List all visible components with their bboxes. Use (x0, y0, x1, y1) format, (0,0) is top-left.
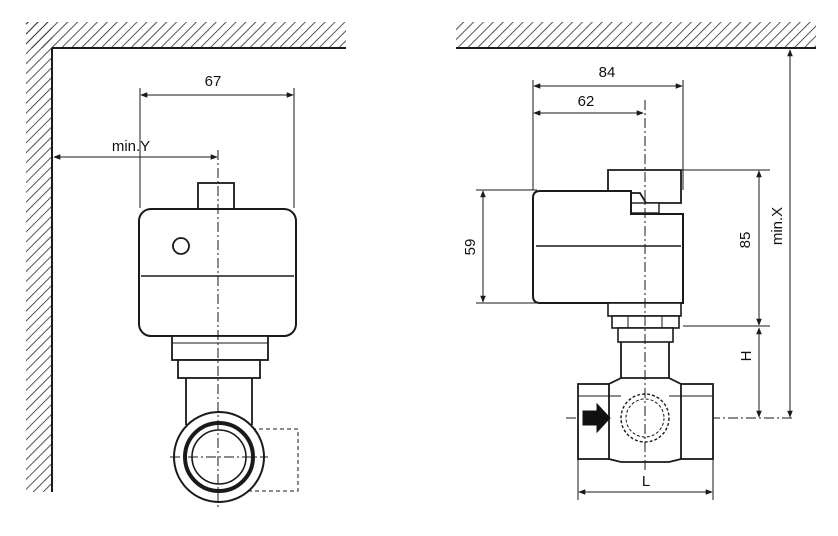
dimension-85-label: 85 (737, 232, 754, 249)
pipe-section-left (170, 411, 299, 503)
dimension-min-y: min.Y (53, 138, 218, 160)
dimension-67: 67 (139, 73, 295, 208)
flow-arrow-icon (582, 402, 611, 434)
dimension-67-label: 67 (205, 73, 222, 90)
coupling-nut-left (171, 335, 269, 379)
dimension-l-label: L (642, 473, 650, 490)
dimension-59-label: 59 (462, 239, 479, 256)
dimension-l: L (577, 458, 714, 500)
ceiling-hatching-right (456, 22, 816, 49)
dimension-62-label: 62 (578, 93, 595, 110)
indicator-knob (172, 237, 190, 255)
dimension-85: 85 (681, 169, 770, 327)
valve-neck-right (620, 342, 670, 378)
dimension-min-x: min.X (769, 49, 793, 418)
dimension-h-label: H (738, 351, 755, 362)
valve-neck-left (185, 378, 253, 425)
wall-hatching-left (26, 22, 346, 492)
dimension-59: 59 (462, 189, 537, 304)
dimension-h: H (738, 327, 762, 418)
dimension-min-x-label: min.X (769, 207, 786, 245)
left-view: 67 min.Y (26, 22, 346, 510)
actuator-housing-right (532, 190, 684, 304)
actuator-stem (197, 182, 235, 211)
right-view: 84 62 59 85 H min.X (456, 22, 816, 500)
dimension-84-label: 84 (599, 64, 616, 81)
dimension-62: 62 (533, 93, 644, 116)
dimension-84: 84 (532, 64, 684, 190)
dimension-min-y-label: min.Y (112, 138, 150, 155)
